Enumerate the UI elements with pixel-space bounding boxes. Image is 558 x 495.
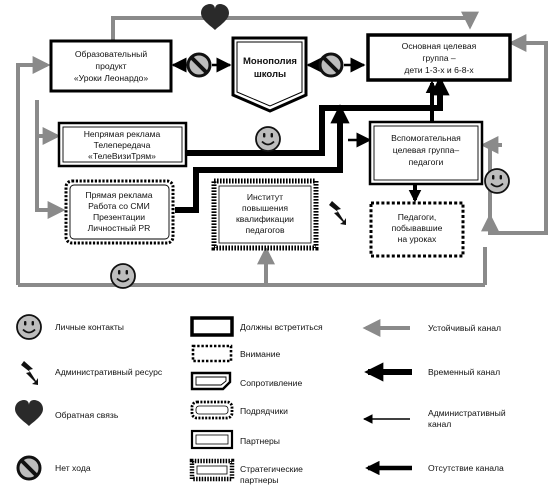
stable-channel-arrow [111, 11, 479, 40]
legend-swatch-must-meet [190, 316, 234, 337]
no-entry-icon [16, 455, 42, 481]
node-main-target-group-line1: Основная целевая [402, 41, 477, 51]
channels [16, 11, 548, 287]
no-entry-icon [186, 52, 212, 78]
node-teachers-visited: Педагоги, побывавшие на уроках [369, 201, 465, 258]
node-teachers-visited-line3: на уроках [398, 234, 437, 244]
node-educational-product-line3: «Уроки Леонардо» [74, 73, 148, 83]
legend-contractors: Подрядчики [240, 406, 288, 416]
node-indirect-ad-line1: Непрямая реклама [84, 129, 161, 139]
node-direct-ad-line1: Прямая реклама [85, 190, 152, 200]
legend-resistance: Сопротивление [240, 378, 302, 388]
legend-stable-channel: Устойчивый канал [428, 323, 501, 333]
legend-must-meet: Должны встретиться [240, 322, 323, 332]
node-teacher-institute: Институт повышения квалификации педагого… [211, 178, 319, 251]
node-auxiliary-target-group: Вспомогательная целевая группа– педагоги [368, 120, 484, 186]
legend: Личные контакты Административный ресурс … [15, 314, 506, 485]
legend-admin-channel-line1: Административный [428, 408, 506, 418]
lightning-icon [329, 201, 346, 225]
node-direct-ad: Прямая реклама Работа со СМИ Презентации… [64, 179, 175, 245]
heart-icon [15, 400, 43, 426]
node-educational-product: Образовательный продукт «Уроки Леонардо» [49, 39, 173, 93]
temporary-channel-arrow [175, 104, 350, 213]
smiley-icon [484, 168, 510, 194]
node-teacher-institute-line3: квалификации [236, 214, 294, 224]
legend-swatch-strategic-partners [189, 458, 235, 482]
node-main-target-group: Основная целевая группа – дети 1-3-х и 6… [366, 33, 512, 82]
legend-partners: Партнеры [240, 436, 280, 446]
node-teacher-institute-line1: Институт [247, 192, 283, 202]
no-entry-icon [318, 52, 344, 78]
node-educational-product-line1: Образовательный [75, 49, 147, 59]
node-teacher-institute-line2: повышения [242, 203, 288, 213]
stable-channel-arrow [16, 56, 51, 285]
legend-feedback: Обратная связь [55, 410, 119, 420]
node-direct-ad-line2: Работа со СМИ [88, 201, 150, 211]
node-teachers-visited-line2: побывавшие [392, 223, 443, 233]
legend-admin-resource: Административный ресурс [55, 367, 163, 377]
node-auxiliary-target-group-line3: педагоги [409, 157, 444, 167]
node-teacher-institute-line4: педагогов [245, 225, 284, 235]
node-direct-ad-line4: Личностный PR [88, 223, 151, 233]
temporary-channel-arrow [185, 76, 450, 156]
legend-temporary-channel: Временный канал [428, 367, 500, 377]
legend-swatch-resistance [190, 371, 232, 391]
lightning-icon [21, 361, 38, 385]
smiley-icon [110, 263, 136, 289]
smiley-icon [255, 126, 281, 152]
node-teachers-visited-line1: Педагоги, [398, 212, 437, 222]
legend-attention: Внимание [240, 349, 281, 359]
node-school-monopoly-line1: Монополия [243, 56, 297, 67]
stable-channel-arrow [481, 113, 548, 235]
legend-strategic-partners-line2: партнеры [240, 475, 278, 485]
heart-icon [201, 4, 229, 30]
node-direct-ad-line3: Презентации [93, 212, 145, 222]
legend-admin-channel-line2: канал [428, 419, 451, 429]
stable-channel-arrow [508, 34, 548, 113]
node-auxiliary-target-group-line2: целевая группа– [393, 145, 460, 155]
legend-personal-contacts: Личные контакты [55, 322, 124, 332]
node-indirect-ad: Непрямая реклама Телепередача «ТелеВизиТ… [57, 121, 188, 168]
node-school-monopoly-line2: школы [254, 69, 286, 80]
node-school-monopoly: Монополия школы [231, 36, 308, 113]
legend-strategic-partners-line1: Стратегические [240, 464, 303, 474]
legend-no-move: Нет хода [55, 463, 91, 473]
legend-swatch-partners [190, 429, 234, 450]
legend-swatch-attention [191, 344, 233, 363]
node-indirect-ad-line2: Телепередача [94, 140, 151, 150]
node-auxiliary-target-group-line1: Вспомогательная [391, 133, 461, 143]
legend-no-channel: Отсутствие канала [428, 463, 504, 473]
node-indirect-ad-line3: «ТелеВизиТрям» [88, 151, 156, 161]
node-main-target-group-line2: группа – [422, 53, 456, 63]
node-educational-product-line2: продукт [95, 61, 126, 71]
node-main-target-group-line3: дети 1-3-х и 6-8-х [404, 65, 474, 75]
smiley-icon [16, 314, 42, 340]
legend-swatch-contractors [190, 400, 234, 420]
